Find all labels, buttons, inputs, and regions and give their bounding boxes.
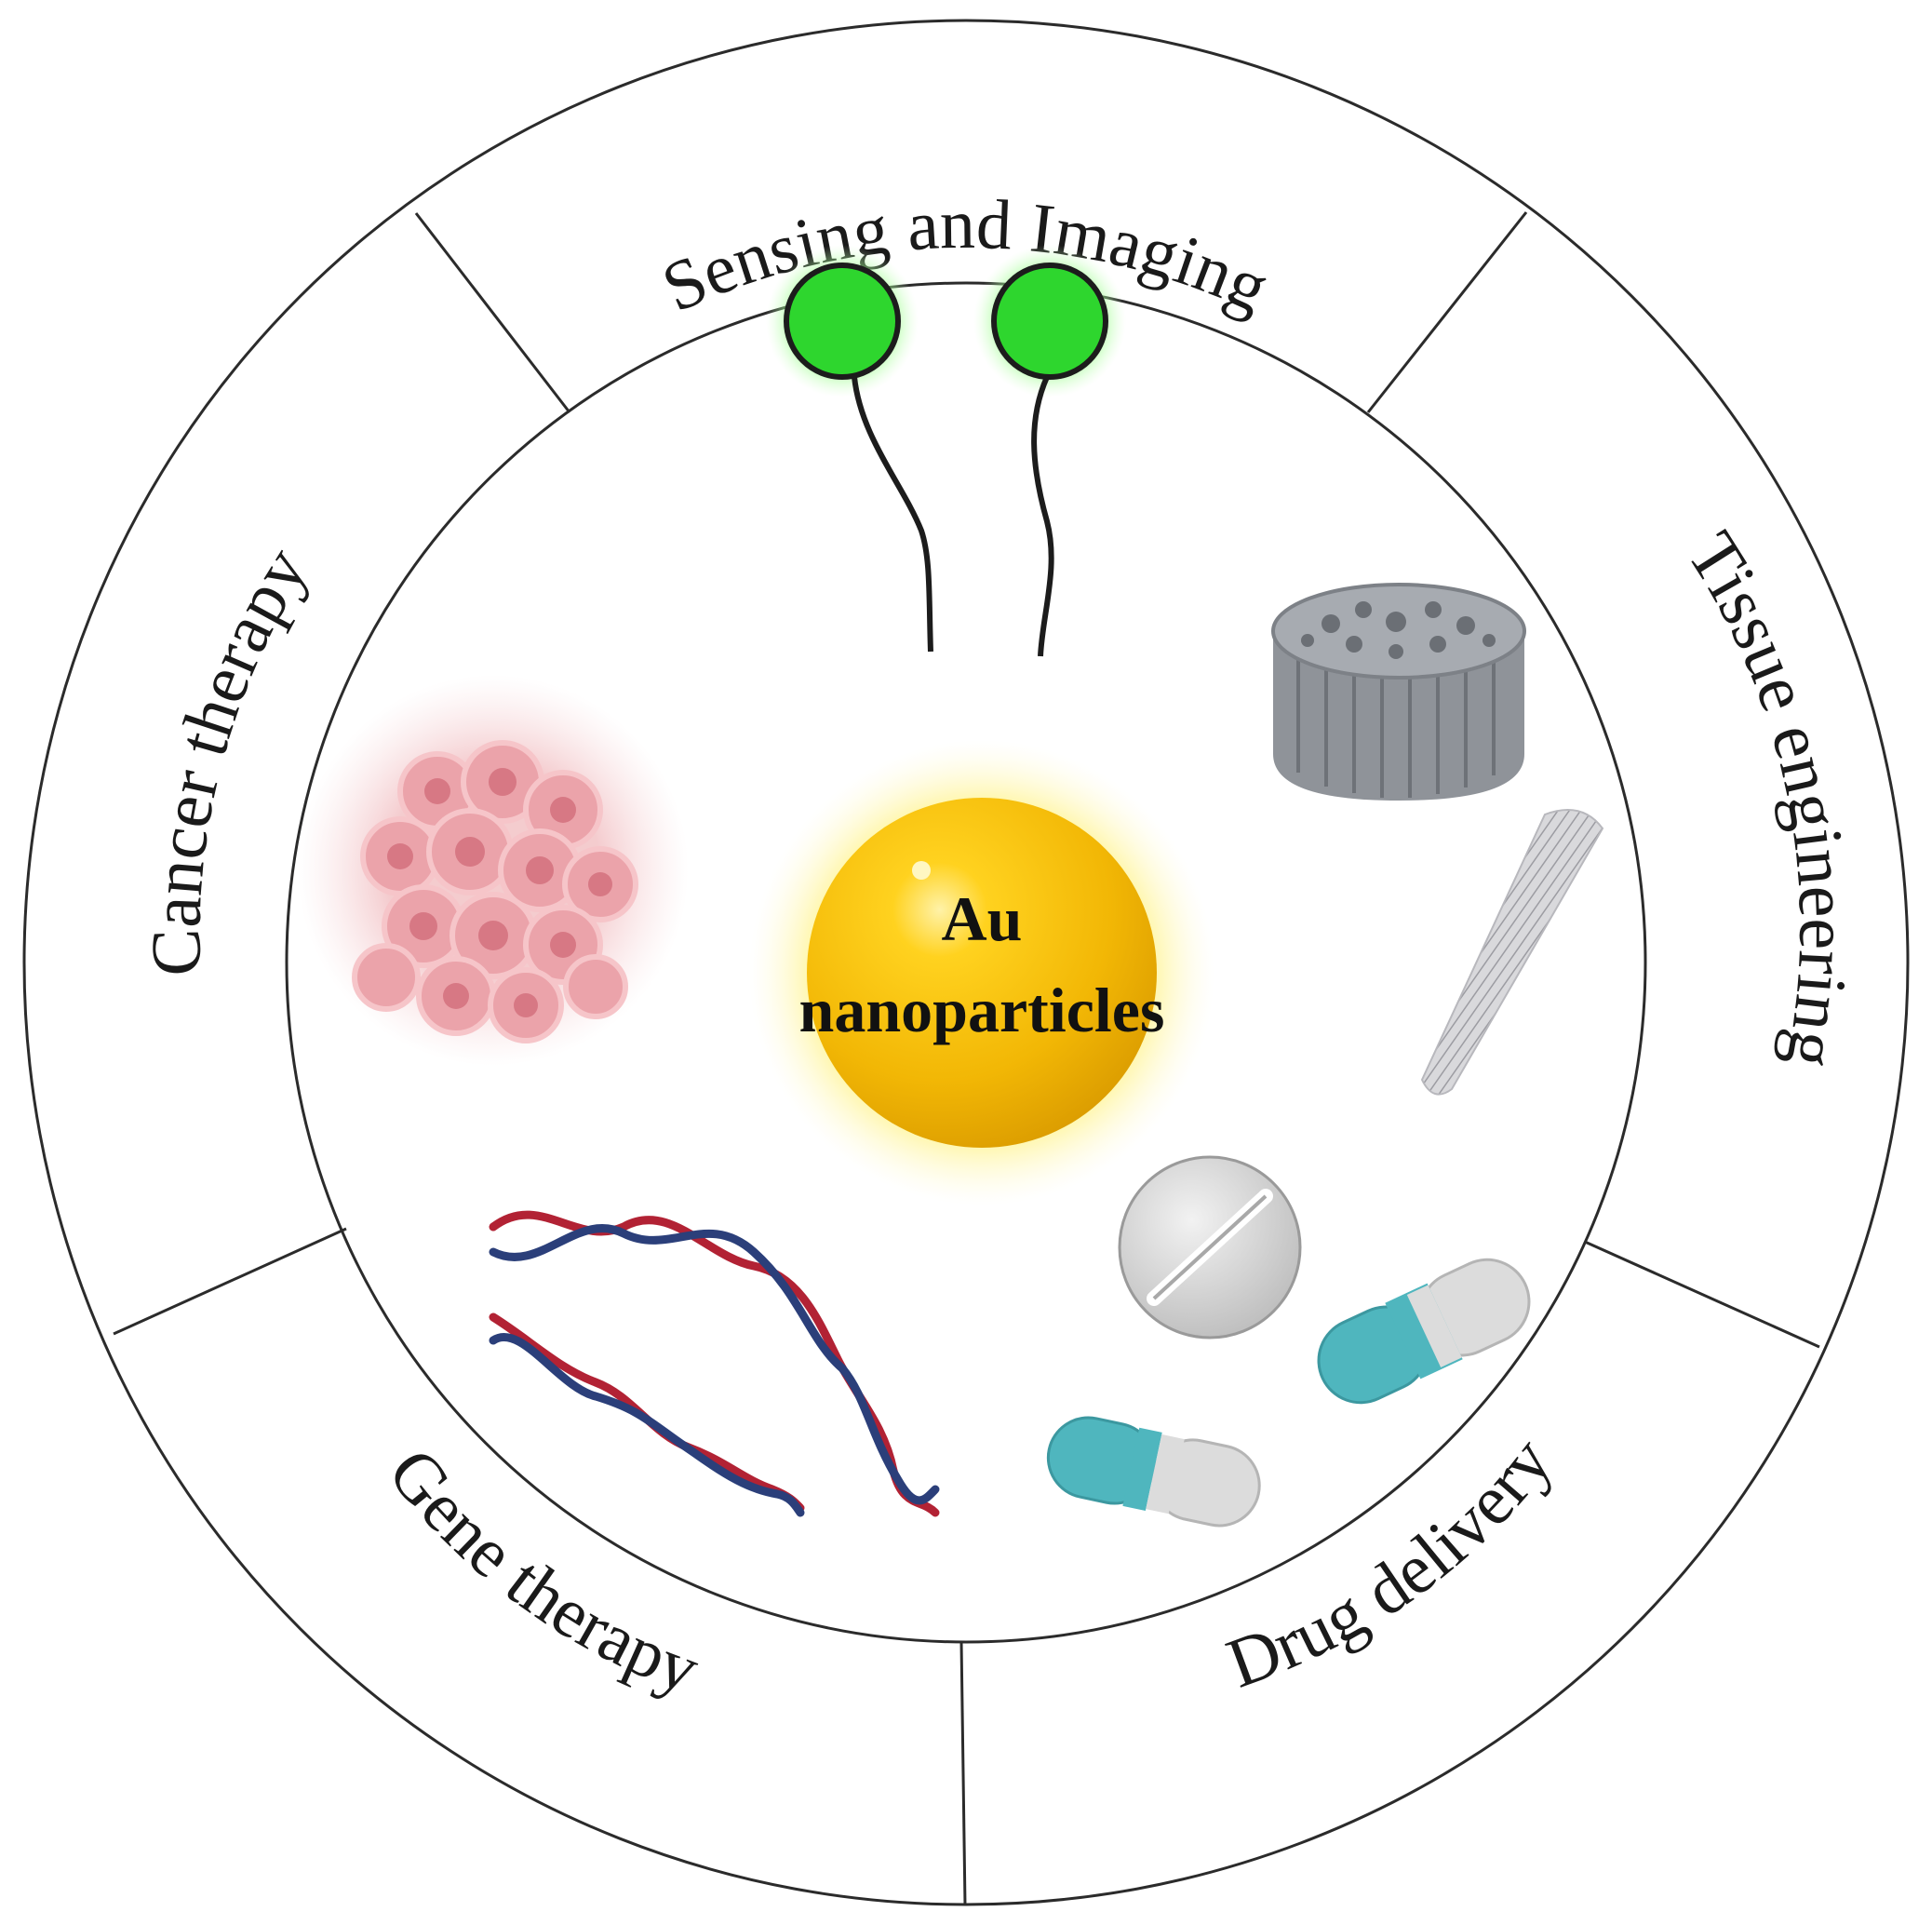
- segment-dividers: [113, 211, 1820, 1906]
- gold-nanoparticle-icon: [749, 740, 1214, 1205]
- dna-icon: [489, 1210, 940, 1517]
- scaffold-icon: [1271, 583, 1526, 801]
- nanofiber-bundle-icon: [1420, 809, 1604, 1096]
- divider-top-right: [1366, 211, 1528, 413]
- divider-bottom: [959, 1641, 967, 1906]
- divider-right: [1584, 1240, 1820, 1349]
- divider-top-left: [414, 212, 571, 413]
- divider-left: [113, 1227, 347, 1336]
- center-title-line1: Au: [942, 883, 1023, 954]
- fluorescent-probe-icon: [766, 245, 1126, 657]
- tumor-cell-cluster-icon: [298, 675, 689, 1066]
- pill-capsule-icon: [1046, 1155, 1531, 1528]
- center-title-line2: nanoparticles: [799, 975, 1165, 1045]
